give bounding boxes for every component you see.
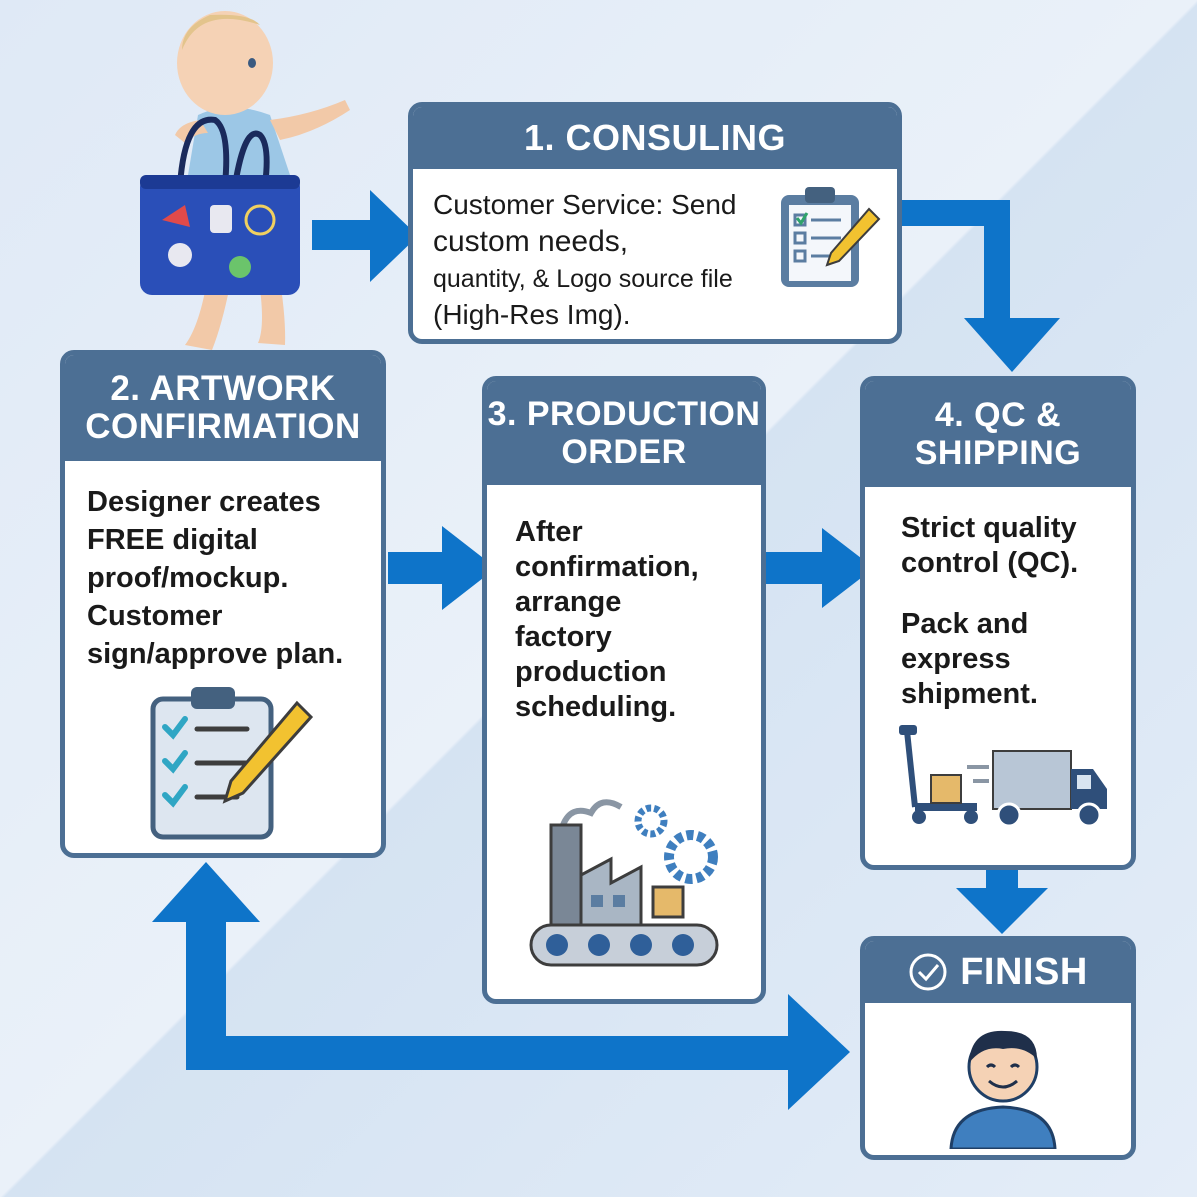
- consulting-line-3: quantity, & Logo source file: [433, 265, 733, 293]
- step-finish-body: [865, 1003, 1131, 1153]
- artwork-line-2: FREE digital: [87, 524, 258, 556]
- arrow-artwork-to-production: [388, 526, 496, 610]
- qc-line-2: control (QC).: [901, 547, 1079, 579]
- artwork-title-line-2: CONFIRMATION: [85, 407, 361, 446]
- artwork-line-3: proof/mockup.: [87, 562, 289, 594]
- artwork-title-line-1: 2. ARTWORK: [110, 369, 336, 408]
- clipboard-pencil-icon: [150, 687, 314, 840]
- baby-with-bag-illustration: [140, 11, 350, 350]
- production-line-6: scheduling.: [515, 691, 677, 723]
- qc-line-5: shipment.: [901, 678, 1038, 710]
- qc-line-4: express: [901, 643, 1011, 675]
- step-artwork-body: Designer creates FREE digital proof/mock…: [65, 461, 381, 840]
- finish-title-text: FINISH: [960, 950, 1088, 993]
- arrow-qc-to-finish: [956, 868, 1048, 934]
- step-qc-title: 4. QC & SHIPPING: [865, 381, 1131, 487]
- consulting-title-text: 1. CONSULING: [523, 117, 787, 158]
- factory-conveyor-icon: [529, 799, 719, 967]
- step-production-card: 3. PRODUCTION ORDER After confirmation, …: [482, 376, 766, 1004]
- artwork-line-5: sign/approve plan.: [87, 638, 344, 670]
- qc-line-1: Strict quality: [901, 512, 1077, 544]
- step-finish-title: FINISH: [865, 941, 1131, 1003]
- step-finish-card: FINISH: [860, 936, 1136, 1160]
- check-circle-icon: [909, 953, 947, 991]
- arrow-loop-finish-artwork: [152, 862, 850, 1110]
- production-line-3: arrange: [515, 586, 622, 618]
- consulting-line-2: custom needs,: [433, 225, 629, 258]
- production-title-line-1: 3. PRODUCTION: [487, 395, 761, 433]
- step-artwork-card: 2. ARTWORK CONFIRMATION Designer creates…: [60, 350, 386, 858]
- step-consulting-body: Customer Service: Send custom needs, qua…: [413, 169, 897, 333]
- consulting-line-1: Customer Service: Send: [433, 189, 737, 220]
- qc-title-line-1: 4. QC &: [934, 396, 1062, 434]
- step-artwork-title: 2. ARTWORK CONFIRMATION: [65, 355, 381, 461]
- pallet-jack-truck-icon: [899, 725, 1107, 828]
- step-qc-body: Strict quality control (QC). Pack and ex…: [865, 487, 1131, 828]
- arrow-start-to-consulting: [312, 190, 418, 282]
- production-line-2: confirmation,: [515, 551, 699, 583]
- production-line-5: production: [515, 656, 667, 688]
- smiling-person-icon: [949, 1030, 1057, 1149]
- step-production-body: After confirmation, arrange factory prod…: [487, 485, 761, 967]
- step-qc-card: 4. QC & SHIPPING Strict quality control …: [860, 376, 1136, 870]
- artwork-line-1: Designer creates: [87, 486, 321, 518]
- step-consulting-card: 1. CONSULING Customer Service: Send cust…: [408, 102, 902, 344]
- clipboard-pencil-icon: [781, 187, 881, 287]
- arrow-production-to-qc: [766, 528, 874, 608]
- arrow-consulting-to-qc: [902, 200, 1060, 372]
- qc-title-line-2: SHIPPING: [914, 434, 1082, 472]
- step-consulting-title: 1. CONSULING: [413, 107, 897, 169]
- production-line-1: After: [515, 516, 583, 548]
- step-production-title: 3. PRODUCTION ORDER: [487, 381, 761, 485]
- production-line-4: factory: [515, 621, 612, 653]
- consulting-line-4: (High-Res Img).: [433, 299, 631, 330]
- artwork-line-4: Customer: [87, 600, 223, 632]
- qc-line-3: Pack and: [901, 608, 1029, 640]
- production-title-line-2: ORDER: [561, 433, 687, 471]
